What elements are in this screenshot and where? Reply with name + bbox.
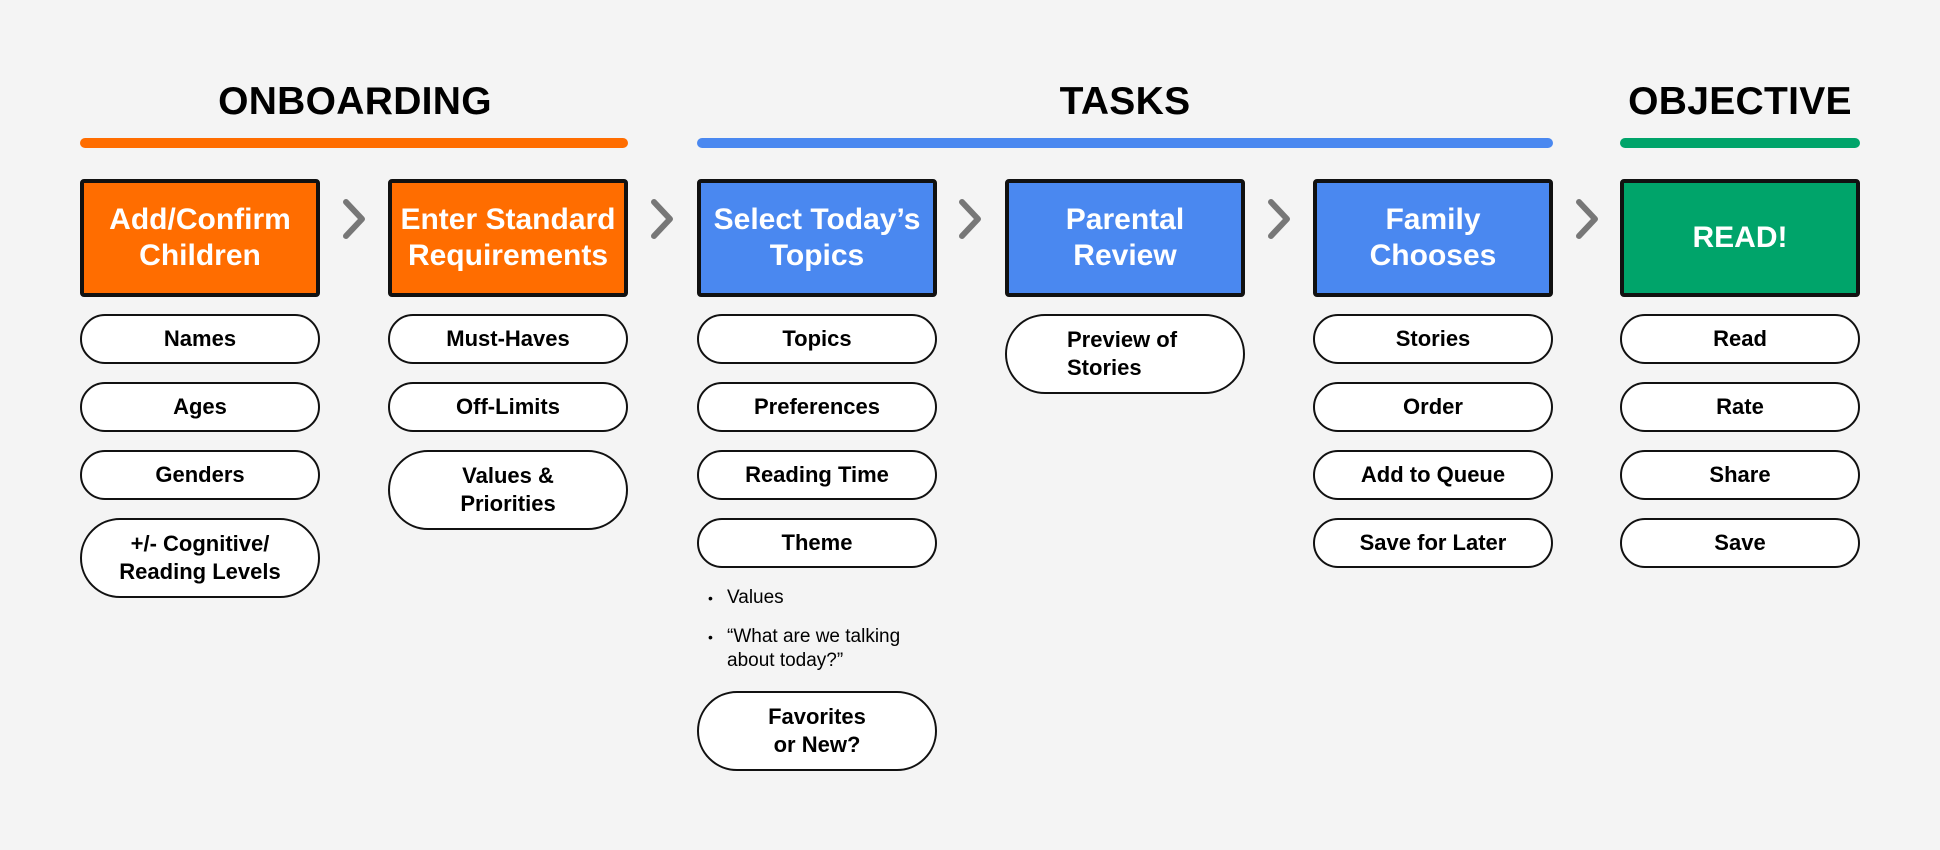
theme-note-values-text: Values (727, 587, 784, 608)
phase-title-tasks: TASKS (1059, 80, 1191, 123)
pill-genders: Genders (80, 450, 320, 500)
pill-save-for-later: Save for Later (1313, 518, 1553, 568)
phase-bar-objective (1620, 138, 1860, 148)
pill-share: Share (1620, 450, 1860, 500)
pill-add-to-queue: Add to Queue (1313, 450, 1553, 500)
chevron-right-icon (651, 199, 673, 239)
pill-favorites-or-new: Favorites or New? (697, 691, 937, 771)
step-select-todays-topics: Select Today’s Topics (697, 179, 937, 297)
phase-title-onboarding: ONBOARDING (218, 80, 492, 123)
pill-read: Read (1620, 314, 1860, 364)
pill-ages: Ages (80, 382, 320, 432)
phase-bar-onboarding (80, 138, 628, 148)
chevron-right-icon (1268, 199, 1290, 239)
pill-preferences: Preferences (697, 382, 937, 432)
pill-preview-of-stories: Preview of Stories (1005, 314, 1245, 394)
pill-off-limits: Off-Limits (388, 382, 628, 432)
bullet-icon: • (708, 629, 713, 645)
pill-order: Order (1313, 382, 1553, 432)
pill-must-haves: Must-Haves (388, 314, 628, 364)
chevron-right-icon (1576, 199, 1598, 239)
pill-reading-time: Reading Time (697, 450, 937, 500)
theme-note-values: • Values (697, 586, 927, 610)
phase-title-objective: OBJECTIVE (1628, 80, 1852, 123)
phase-bar-tasks (697, 138, 1553, 148)
pill-theme: Theme (697, 518, 937, 568)
pill-cognitive-reading-levels: +/- Cognitive/ Reading Levels (80, 518, 320, 598)
pill-stories: Stories (1313, 314, 1553, 364)
chevron-right-icon (343, 199, 365, 239)
pill-values-priorities: Values & Priorities (388, 450, 628, 530)
step-read: READ! (1620, 179, 1860, 297)
pill-save: Save (1620, 518, 1860, 568)
pill-topics: Topics (697, 314, 937, 364)
pill-rate: Rate (1620, 382, 1860, 432)
bullet-icon: • (708, 590, 713, 606)
theme-note-talking: • “What are we talking about today?” (697, 625, 927, 673)
pill-names: Names (80, 314, 320, 364)
chevron-right-icon (959, 199, 981, 239)
step-add-confirm-children: Add/Confirm Children (80, 179, 320, 297)
step-enter-standard-requirements: Enter Standard Requirements (388, 179, 628, 297)
theme-note-talking-text: “What are we talking about today?” (727, 626, 901, 671)
step-parental-review: Parental Review (1005, 179, 1245, 297)
step-family-chooses: Family Chooses (1313, 179, 1553, 297)
